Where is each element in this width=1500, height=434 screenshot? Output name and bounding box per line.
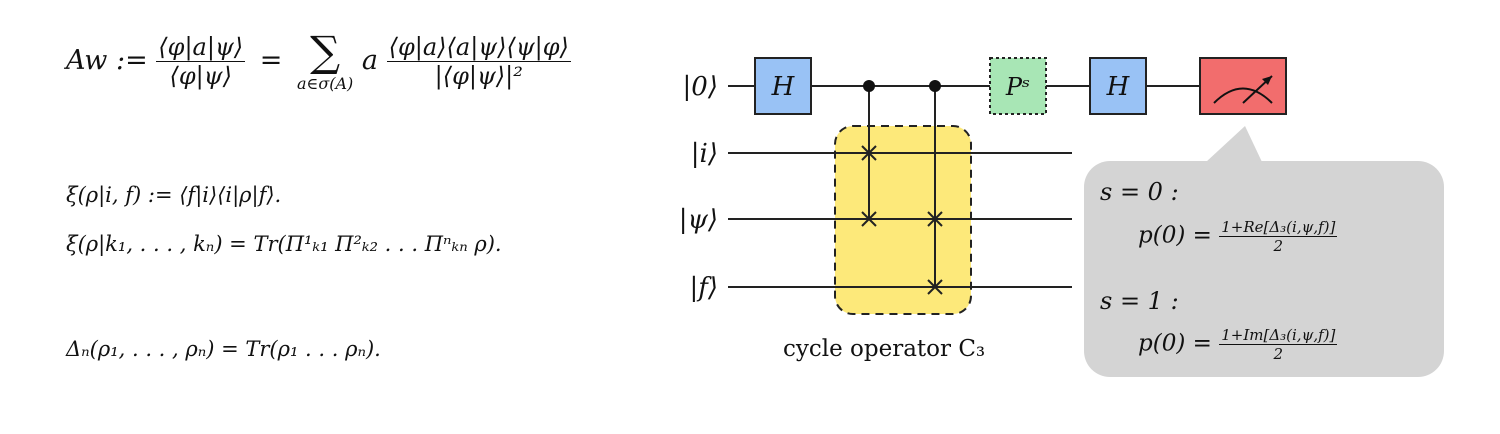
weak-value-frac1: ⟨φ|a|ψ⟩ ⟨φ|ψ⟩	[156, 33, 246, 90]
weak-value-formula: Aw := ⟨φ|a|ψ⟩ ⟨φ|ψ⟩ = ∑ a∈σ(A) a ⟨φ|a⟩⟨a…	[66, 30, 571, 93]
frac1-denominator: ⟨φ|ψ⟩	[169, 62, 232, 90]
case1-formula: p(0) = 1+Im[Δ₃(i,ψ,f)] 2	[1138, 326, 1338, 363]
swap-2	[927, 211, 943, 295]
hadamard-gate-2	[1089, 57, 1147, 115]
weak-value-frac2: ⟨φ|a⟩⟨a|ψ⟩⟨ψ|φ⟩ |⟨φ|ψ⟩|²	[386, 33, 571, 90]
phase-gate-label: Pˢ	[1005, 73, 1030, 101]
hadamard-2-label: H	[1106, 72, 1131, 102]
case0-label: s = 0 :	[1100, 178, 1179, 206]
meter-arrowhead-icon	[1262, 76, 1272, 85]
measurement-callout	[1084, 161, 1444, 377]
xi-if-formula: ξ(ρ|i, f) := ⟨f|i⟩⟨i|ρ|f⟩.	[66, 183, 282, 207]
case1-label: s = 1 :	[1100, 287, 1179, 315]
swap-1	[861, 145, 877, 227]
xi-k-formula: ξ(ρ|k₁, . . . , kₙ) = Tr(Π¹ₖ₁ Π²ₖ₂ . . .…	[66, 232, 502, 256]
hadamard-gate-1	[754, 57, 812, 115]
weak-value-lhs: Aw :=	[66, 45, 148, 76]
wire-label-0: |0⟩	[683, 72, 718, 102]
wire-label-f: |f⟩	[689, 273, 718, 303]
frac2-numerator: ⟨φ|a⟩⟨a|ψ⟩⟨ψ|φ⟩	[386, 33, 571, 62]
case1-denominator: 2	[1273, 345, 1284, 363]
equals-sign: =	[259, 45, 283, 76]
frac1-numerator: ⟨φ|a|ψ⟩	[156, 33, 246, 62]
case1-fraction: 1+Im[Δ₃(i,ψ,f)] 2	[1219, 326, 1338, 363]
meter-arc-icon	[1213, 87, 1273, 104]
case0-formula: p(0) = 1+Re[Δ₃(i,ψ,f)] 2	[1138, 218, 1338, 255]
hadamard-1-label: H	[771, 72, 796, 102]
case0-fraction: 1+Re[Δ₃(i,ψ,f)] 2	[1219, 218, 1338, 255]
case0-denominator: 2	[1273, 237, 1284, 255]
sum-symbol: ∑	[310, 27, 341, 76]
sum-block: ∑ a∈σ(A)	[296, 27, 354, 94]
case1-lhs: p(0) =	[1138, 330, 1212, 357]
sum-index: a∈σ(A)	[296, 74, 354, 93]
case1-numerator: 1+Im[Δ₃(i,ψ,f)]	[1219, 326, 1338, 345]
control-dot-1	[863, 80, 875, 92]
case0-numerator: 1+Re[Δ₃(i,ψ,f)]	[1219, 218, 1338, 237]
coef-a: a	[361, 45, 378, 76]
control-dot-2	[929, 80, 941, 92]
cycle-operator-caption: cycle operator C₃	[783, 336, 986, 362]
delta-formula: Δₙ(ρ₁, . . . , ρₙ) = Tr(ρ₁ . . . ρₙ).	[66, 337, 381, 361]
frac2-denominator: |⟨φ|ψ⟩|²	[434, 62, 523, 90]
wire-label-psi: |ψ⟩	[679, 205, 718, 235]
measurement-gate	[1199, 57, 1287, 115]
phase-gate	[989, 57, 1047, 115]
case0-lhs: p(0) =	[1138, 222, 1212, 249]
wire-label-i: |i⟩	[691, 139, 718, 169]
callout-pointer	[1206, 126, 1262, 162]
